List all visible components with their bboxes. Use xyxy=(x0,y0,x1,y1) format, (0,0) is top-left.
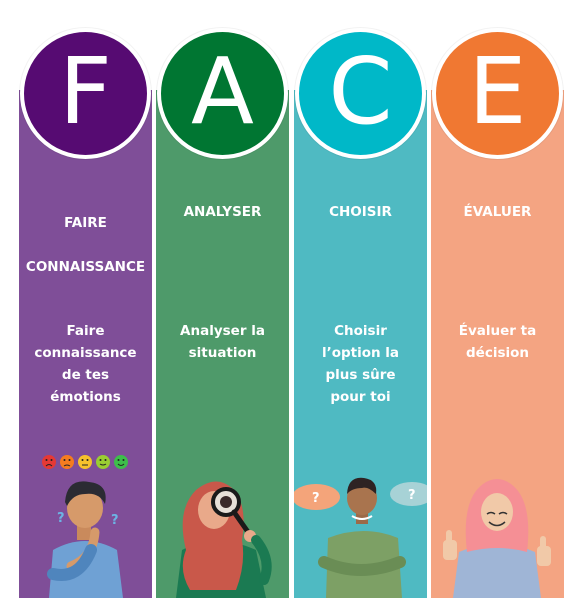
heading-faire-line1: FAIRE xyxy=(64,215,107,231)
svg-text:?: ? xyxy=(111,513,119,528)
heading-faire-line2: CONNAISSANCE xyxy=(25,259,146,275)
thinking-person-icon: ? ? xyxy=(42,455,128,598)
description-choisir: Choisir l’option la plus sûre pour toi xyxy=(321,323,400,405)
description-faire: Faire connaissance de tes émotions xyxy=(34,323,137,405)
description-analyser: Analyser la situation xyxy=(180,323,265,361)
heading-faire: FAIRE CONNAISSANCE xyxy=(19,190,152,278)
letter-circle-e: E xyxy=(432,28,563,159)
column-faire: F FAIRE CONNAISSANCE Faire connaissance … xyxy=(19,0,152,598)
thumbs-up-person-icon xyxy=(443,479,551,598)
heading-choisir: CHOISIR xyxy=(329,204,392,220)
heading-analyser: ANALYSER xyxy=(183,204,262,220)
column-analyser: A ANALYSER Analyser la situation xyxy=(156,0,289,598)
heading-evaluer: ÉVALUER xyxy=(463,204,532,220)
letter-e: E xyxy=(468,37,527,145)
letter-circle-f: F xyxy=(20,28,151,159)
letter-circle-c: C xyxy=(295,28,426,159)
svg-text:?: ? xyxy=(57,511,65,526)
column-evaluer: E ÉVALUER Évaluer ta décision xyxy=(431,0,564,598)
column-choisir: C CHOISIR Choisir l’option la plus sûre … xyxy=(294,0,427,598)
description-evaluer: Évaluer ta décision xyxy=(458,323,537,361)
magnifying-glass-person-icon xyxy=(176,481,272,598)
choosing-person-icon: ? ? xyxy=(294,477,427,598)
letter-a: A xyxy=(191,37,254,145)
letter-c: C xyxy=(328,37,393,145)
letter-circle-a: A xyxy=(157,28,288,159)
bubble-left-text: ? xyxy=(312,491,320,506)
letter-f: F xyxy=(59,37,112,145)
bubble-right-text: ? xyxy=(408,488,416,503)
emotion-faces-icon xyxy=(42,455,128,469)
